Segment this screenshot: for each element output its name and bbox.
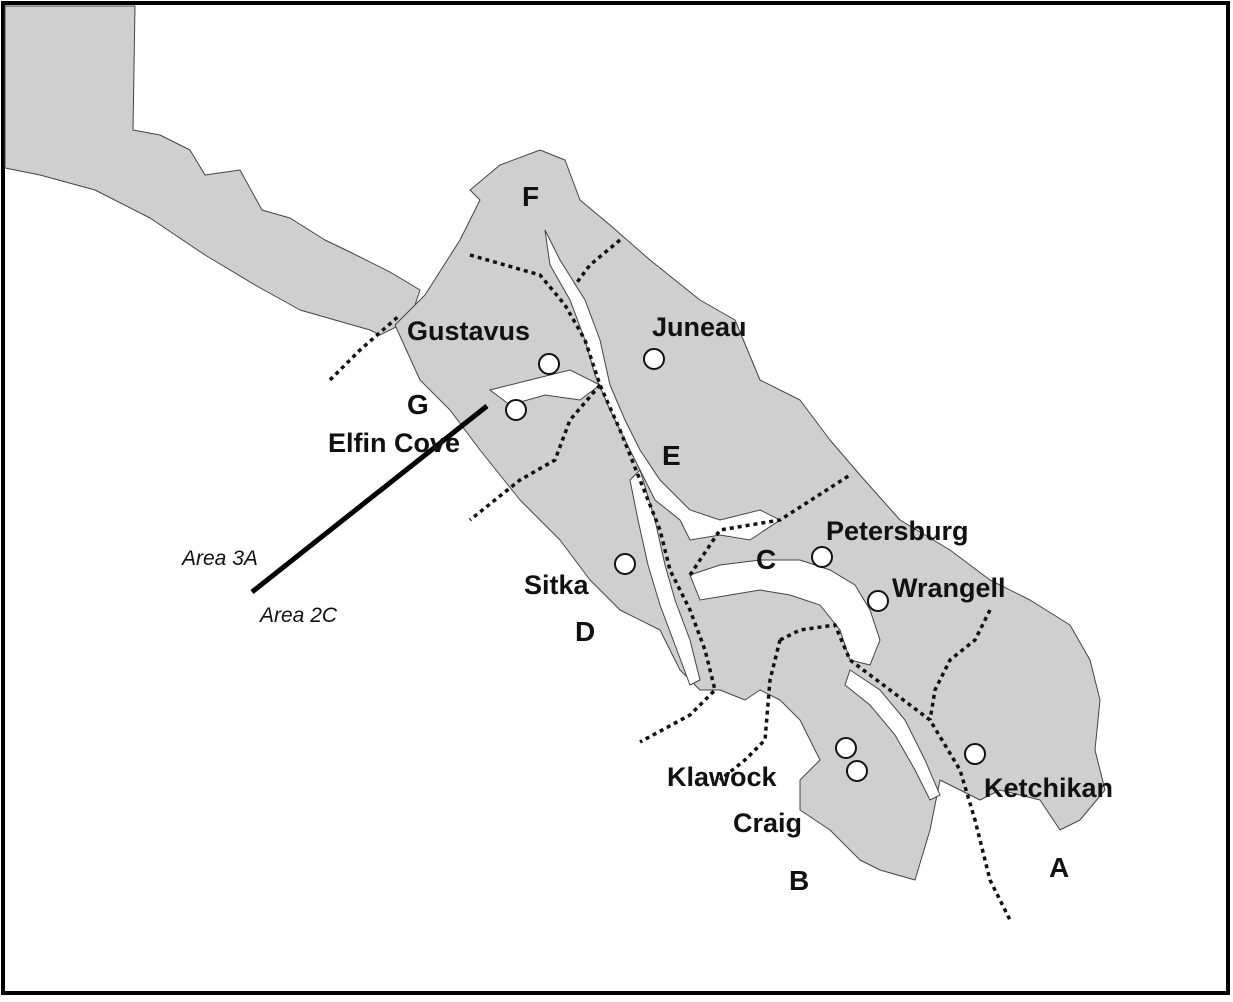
area-label-3a: Area 3A xyxy=(180,547,258,570)
city-label-elfin-cove: Elfin Cove xyxy=(328,428,460,458)
city-label-ketchikan: Ketchikan xyxy=(984,773,1113,803)
city-label-gustavus: Gustavus xyxy=(407,316,530,346)
zone-label-e: E xyxy=(662,440,681,471)
petersburg-marker xyxy=(811,546,833,568)
boundary-c-north xyxy=(688,473,851,576)
area-boundary-line xyxy=(250,404,489,594)
zone-label-d: D xyxy=(575,616,595,647)
city-label-sitka: Sitka xyxy=(524,570,590,600)
zone-label-b: B xyxy=(789,865,809,896)
clarence-strait xyxy=(844,669,941,801)
sitka-marker xyxy=(614,553,636,575)
frederick-sound xyxy=(689,559,881,666)
boundary-b-c xyxy=(779,623,1012,921)
gustavus-marker xyxy=(538,353,560,375)
chatham-strait xyxy=(629,469,701,686)
boundary-g-north xyxy=(328,313,402,382)
zone-label-f: F xyxy=(522,181,539,212)
city-label-klawock: Klawock xyxy=(667,762,778,792)
city-label-petersburg: Petersburg xyxy=(826,516,969,546)
boundary-a-c xyxy=(928,609,992,721)
zone-label-g: G xyxy=(407,389,429,420)
klawock-marker xyxy=(835,737,857,759)
wrangell-marker xyxy=(867,590,889,612)
juneau-marker xyxy=(643,348,665,370)
boundary-g-e xyxy=(468,383,602,522)
lynn-canal xyxy=(544,229,781,541)
ketchikan-marker xyxy=(964,743,986,765)
area-label-2c: Area 2C xyxy=(258,604,338,627)
boundary-e-main xyxy=(583,339,717,744)
elfin-cove-marker xyxy=(505,399,527,421)
boundary-b-west xyxy=(718,639,782,782)
mainland-northwest xyxy=(4,5,421,336)
city-label-craig: Craig xyxy=(733,808,802,838)
city-label-juneau: Juneau xyxy=(652,312,747,342)
craig-marker xyxy=(846,760,868,782)
city-label-wrangell: Wrangell xyxy=(892,573,1006,603)
zone-label-a: A xyxy=(1049,852,1069,883)
zone-label-c: C xyxy=(756,544,776,575)
